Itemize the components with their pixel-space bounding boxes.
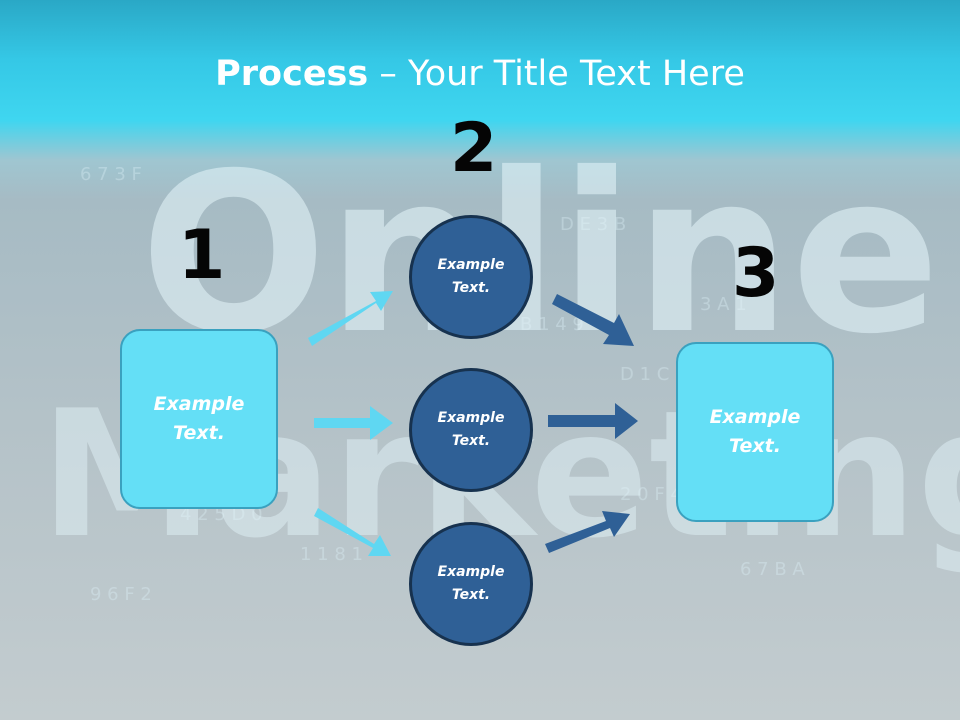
circle-top-text-line1: Example [437, 257, 505, 273]
circle-bottom-text-line2: Text. [451, 587, 491, 603]
slide-title: Process – Your Title Text Here [0, 54, 960, 94]
arrow-from-circle-top [552, 294, 634, 346]
svg-text:D 1 C 1: D 1 C 1 [620, 364, 687, 385]
step-3-box: Example Text. [676, 342, 834, 522]
title-bold: Process [215, 54, 369, 94]
step-3-text-line2: Text. [729, 435, 781, 457]
svg-text:4 2 5 D 0: 4 2 5 D 0 [180, 504, 263, 525]
circle-middle-text-line2: Text. [451, 433, 491, 449]
step-number-1: 1 [178, 216, 226, 295]
arrow-from-circle-bottom [545, 511, 630, 553]
title-rest: – Your Title Text Here [368, 54, 745, 94]
step-1-text-line1: Example [153, 393, 245, 415]
arrow-to-circle-top [308, 291, 393, 346]
circle-bottom: Example Text. [409, 522, 533, 646]
arrow-to-circle-bottom [314, 508, 391, 556]
circle-top: Example Text. [409, 215, 533, 339]
arrow-to-circle-middle [314, 406, 393, 440]
step-3-text-line1: Example [709, 406, 801, 428]
svg-text:D E 3 B: D E 3 B [560, 214, 626, 235]
svg-text:6 7 B A: 6 7 B A [740, 559, 805, 580]
svg-text:3 A 1: 3 A 1 [700, 294, 747, 315]
svg-text:1 1 8 1: 1 1 8 1 [300, 544, 363, 565]
step-number-2: 2 [450, 109, 498, 188]
circle-middle: Example Text. [409, 368, 533, 492]
circle-bottom-text-line1: Example [437, 564, 505, 580]
circle-middle-text-line1: Example [437, 410, 505, 426]
step-1-box: Example Text. [120, 329, 278, 509]
right-arrows [545, 294, 638, 553]
svg-text:2 0 F 4: 2 0 F 4 [620, 484, 682, 505]
step-number-3: 3 [732, 234, 780, 313]
left-arrows [308, 291, 393, 556]
svg-text:B 1 4 9: B 1 4 9 [520, 314, 584, 335]
arrow-from-circle-middle [548, 403, 638, 439]
svg-text:6 7 3 F: 6 7 3 F [80, 164, 142, 185]
step-1-text-line2: Text. [173, 422, 225, 444]
circle-top-text-line2: Text. [451, 280, 491, 296]
svg-text:9 6 F 2: 9 6 F 2 [90, 584, 152, 605]
